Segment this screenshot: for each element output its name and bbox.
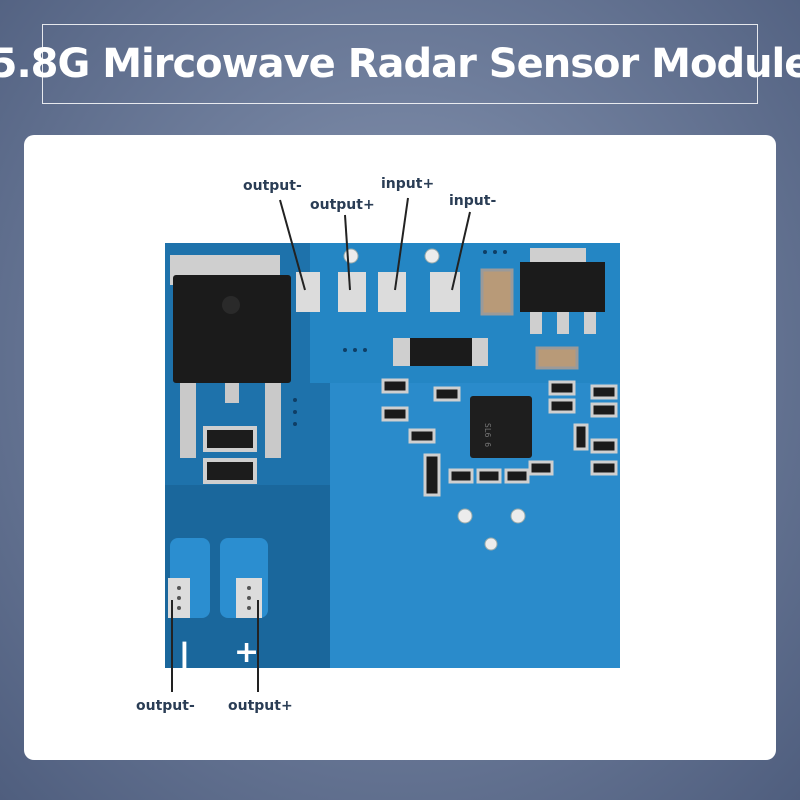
pad-output-plus — [338, 272, 366, 312]
smd-components — [381, 378, 618, 497]
silk-plus: + — [234, 635, 259, 670]
regulator-leg — [557, 312, 569, 334]
mounting-hole — [510, 508, 526, 524]
regulator-body — [520, 262, 605, 312]
label-top-input-plus: input+ — [381, 176, 435, 192]
diode-body — [410, 338, 472, 366]
pad-input-plus — [378, 272, 406, 312]
capacitor — [480, 268, 514, 316]
regulator-tab — [530, 248, 586, 262]
leader-lines — [171, 197, 471, 692]
transistor-leg — [225, 383, 239, 403]
capacitor-small — [535, 346, 579, 370]
label-top-input-minus: input- — [449, 193, 497, 209]
pad-vias — [177, 586, 251, 610]
mounting-hole — [424, 248, 440, 264]
silk-minus: — — [168, 640, 203, 670]
page-title: 5.8G Mircowave Radar Sensor Module — [0, 41, 800, 87]
resistor-201 — [203, 458, 257, 484]
title-frame: 5.8G Mircowave Radar Sensor Module — [0, 24, 800, 104]
label-bottom-output-plus: output+ — [228, 698, 293, 714]
regulator-leg — [584, 312, 596, 334]
resistor-103 — [203, 426, 257, 452]
transistor-leg — [265, 383, 281, 458]
chip-marking: SL6 6 — [483, 423, 492, 447]
vias — [293, 250, 507, 426]
label-top-output-plus: output+ — [310, 197, 375, 213]
radar-chip — [470, 396, 532, 458]
regulator-leg — [530, 312, 542, 334]
transistor-body — [173, 275, 291, 383]
label-bottom-output-minus: output- — [136, 698, 195, 714]
mounting-hole — [484, 537, 498, 551]
label-top-output-minus: output- — [243, 178, 302, 194]
transistor-leg — [180, 383, 196, 458]
transistor-dimple — [222, 296, 240, 314]
pad-output-minus — [296, 272, 320, 312]
mounting-hole — [343, 248, 359, 264]
mounting-hole — [457, 508, 473, 524]
